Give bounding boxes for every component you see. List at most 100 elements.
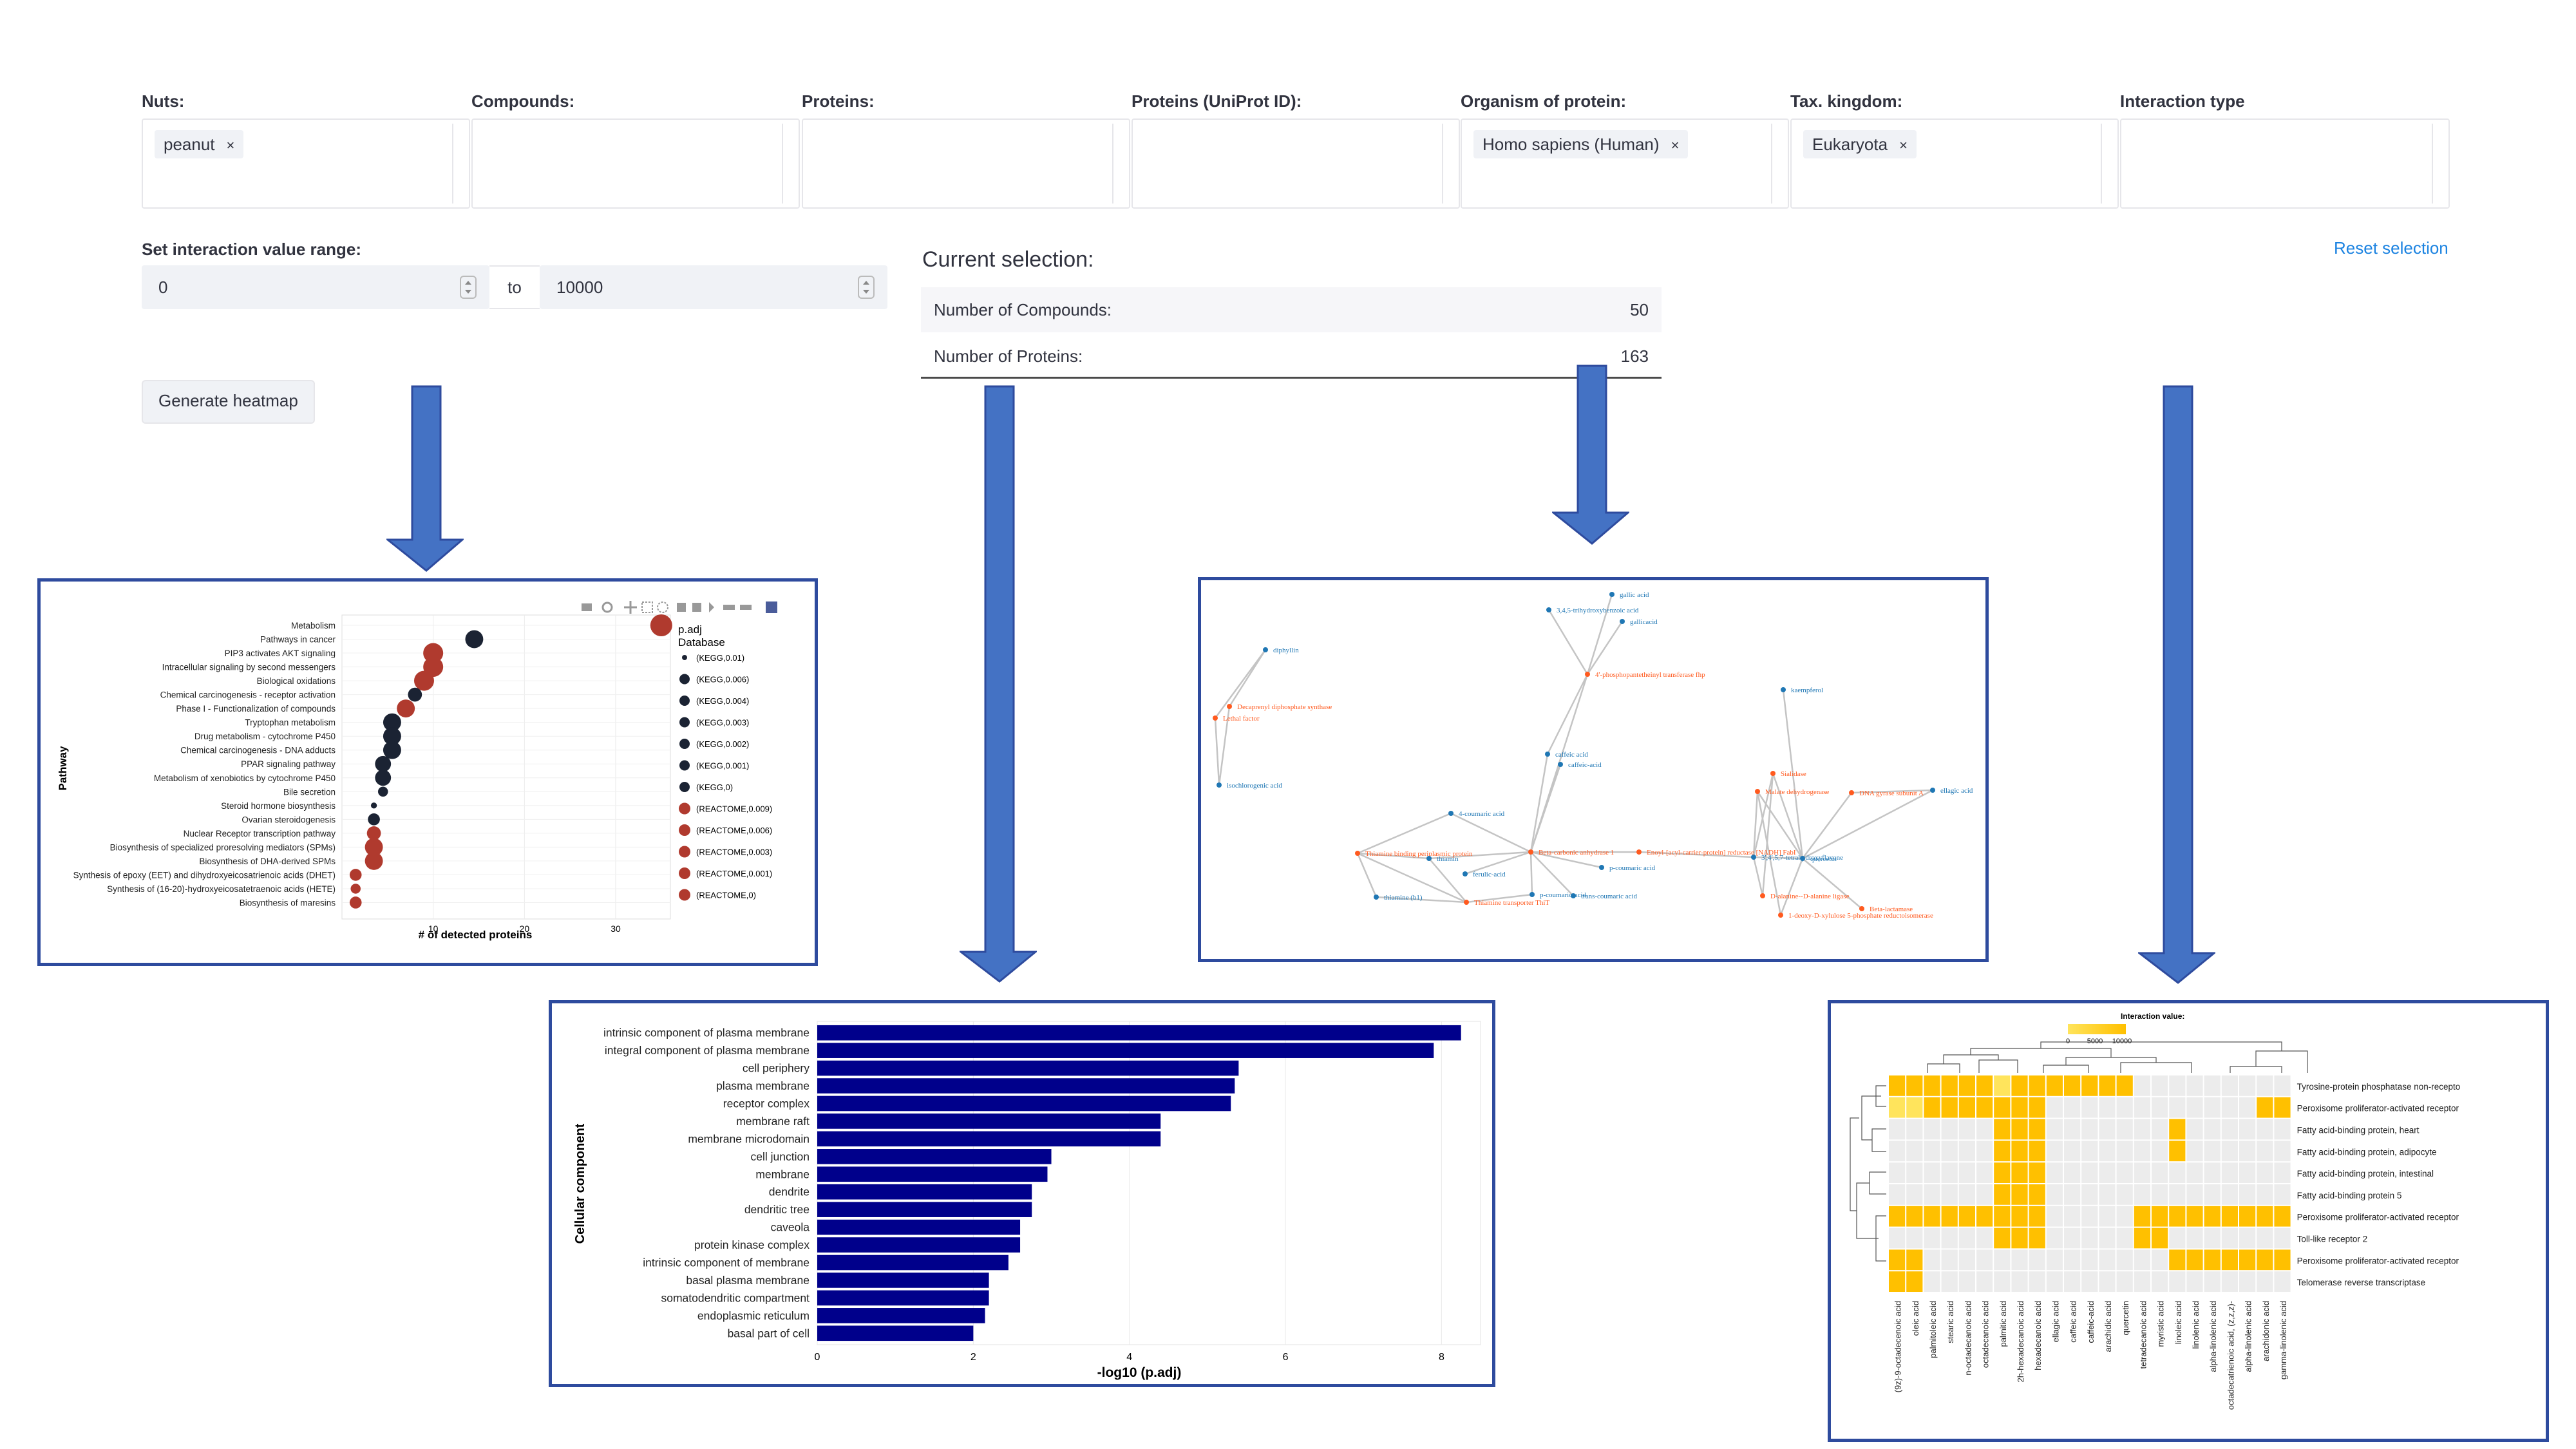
bar[interactable] <box>817 1202 1032 1217</box>
heatmap-cell[interactable] <box>1906 1184 1923 1205</box>
heatmap-cell[interactable] <box>1924 1162 1940 1183</box>
heatmap-cell[interactable] <box>2011 1206 2028 1227</box>
protein-node[interactable] <box>1355 851 1360 856</box>
heatmap-cell[interactable] <box>2029 1075 2045 1096</box>
heatmap-cell[interactable] <box>1976 1119 1993 1140</box>
heatmap-cell[interactable] <box>2134 1271 2150 1292</box>
heatmap-cell[interactable] <box>1906 1097 1923 1118</box>
zoom-icon[interactable] <box>601 601 613 613</box>
heatmap-cell[interactable] <box>1976 1162 1993 1183</box>
zoom-in-icon[interactable] <box>677 603 686 612</box>
heatmap-cell[interactable] <box>1941 1141 1958 1162</box>
heatmap-cell[interactable] <box>2274 1119 2291 1140</box>
heatmap-cell[interactable] <box>1941 1249 1958 1271</box>
heatmap-cell[interactable] <box>1976 1184 1993 1205</box>
heatmap-cell[interactable] <box>2116 1119 2133 1140</box>
heatmap-cell[interactable] <box>1976 1141 1993 1162</box>
pathway-dot[interactable] <box>383 713 401 732</box>
range-max-input[interactable]: 10000 <box>540 265 887 309</box>
heatmap-cell[interactable] <box>2257 1075 2273 1096</box>
pathway-dot[interactable] <box>349 869 362 881</box>
heatmap-cell[interactable] <box>2011 1184 2028 1205</box>
heatmap-cell[interactable] <box>2064 1097 2081 1118</box>
heatmap-cell[interactable] <box>1958 1206 1975 1227</box>
heatmap-cell[interactable] <box>2134 1141 2150 1162</box>
proteins-multiselect[interactable] <box>802 118 1130 209</box>
heatmap-cell[interactable] <box>2081 1227 2098 1249</box>
pathway-dot[interactable] <box>365 838 383 857</box>
heatmap-cell[interactable] <box>2116 1141 2133 1162</box>
heatmap-cell[interactable] <box>1924 1227 1940 1249</box>
heatmap-cell[interactable] <box>1889 1184 1906 1205</box>
bar[interactable] <box>817 1325 974 1341</box>
heatmap-cell[interactable] <box>1994 1141 2011 1162</box>
heatmap-cell[interactable] <box>2274 1184 2291 1205</box>
heatmap-cell[interactable] <box>2116 1271 2133 1292</box>
heatmap-cell[interactable] <box>2134 1119 2150 1140</box>
pathway-dot[interactable] <box>414 670 434 691</box>
heatmap-cell[interactable] <box>1941 1075 1958 1096</box>
interaction-type-multiselect[interactable] <box>2120 118 2450 209</box>
heatmap-cell[interactable] <box>2099 1227 2116 1249</box>
heatmap-cell[interactable] <box>2274 1162 2291 1183</box>
bar[interactable] <box>817 1219 1021 1235</box>
heatmap-cell[interactable] <box>2081 1206 2098 1227</box>
heatmap-cell[interactable] <box>2257 1141 2273 1162</box>
heatmap-cell[interactable] <box>2204 1119 2221 1140</box>
bar[interactable] <box>817 1095 1231 1112</box>
heatmap-cell[interactable] <box>2011 1097 2028 1118</box>
heatmap-cell[interactable] <box>2081 1075 2098 1096</box>
heatmap-cell[interactable] <box>2152 1075 2168 1096</box>
heatmap-cell[interactable] <box>2116 1075 2133 1096</box>
heatmap-cell[interactable] <box>1941 1206 1958 1227</box>
heatmap-cell[interactable] <box>2011 1227 2028 1249</box>
heatmap-cell[interactable] <box>2064 1162 2081 1183</box>
heatmap-cell[interactable] <box>2274 1141 2291 1162</box>
heatmap-cell[interactable] <box>2046 1227 2063 1249</box>
compound-node[interactable] <box>1374 895 1379 900</box>
heatmap-cell[interactable] <box>2186 1184 2203 1205</box>
compound-node[interactable] <box>1571 893 1576 898</box>
protein-node[interactable] <box>1528 849 1533 855</box>
heatmap-cell[interactable] <box>1906 1271 1923 1292</box>
heatmap-cell[interactable] <box>2274 1075 2291 1096</box>
reset-selection-link[interactable]: Reset selection <box>2334 238 2448 258</box>
heatmap-cell[interactable] <box>1994 1184 2011 1205</box>
heatmap-cell[interactable] <box>2152 1206 2168 1227</box>
heatmap-cell[interactable] <box>2116 1206 2133 1227</box>
heatmap-cell[interactable] <box>2116 1227 2133 1249</box>
heatmap-cell[interactable] <box>2257 1271 2273 1292</box>
heatmap-cell[interactable] <box>1976 1206 1993 1227</box>
heatmap-cell[interactable] <box>1924 1249 1940 1271</box>
heatmap-cell[interactable] <box>2169 1206 2186 1227</box>
heatmap-cell[interactable] <box>2257 1249 2273 1271</box>
heatmap-cell[interactable] <box>1994 1162 2011 1183</box>
heatmap-cell[interactable] <box>2169 1271 2186 1292</box>
heatmap-cell[interactable] <box>1976 1075 1993 1096</box>
heatmap-cell[interactable] <box>2046 1162 2063 1183</box>
pathway-dot[interactable] <box>397 699 415 718</box>
heatmap-cell[interactable] <box>1994 1271 2011 1292</box>
pathway-dot[interactable] <box>368 813 380 826</box>
heatmap-cell[interactable] <box>2152 1227 2168 1249</box>
heatmap-cell[interactable] <box>2186 1227 2203 1249</box>
heatmap-cell[interactable] <box>1889 1206 1906 1227</box>
heatmap-cell[interactable] <box>2116 1249 2133 1271</box>
protein-node[interactable] <box>1636 849 1642 855</box>
heatmap-cell[interactable] <box>2239 1075 2256 1096</box>
heatmap-cell[interactable] <box>2081 1184 2098 1205</box>
heatmap-cell[interactable] <box>2029 1206 2045 1227</box>
pathway-dot[interactable] <box>350 884 361 894</box>
heatmap-cell[interactable] <box>2099 1097 2116 1118</box>
heatmap-cell[interactable] <box>2029 1097 2045 1118</box>
compound-node[interactable] <box>1930 788 1935 793</box>
heatmap-cell[interactable] <box>2257 1097 2273 1118</box>
bar[interactable] <box>817 1060 1239 1076</box>
heatmap-cell[interactable] <box>2152 1162 2168 1183</box>
compound-node[interactable] <box>1751 855 1756 860</box>
protein-node[interactable] <box>1213 715 1218 721</box>
pathway-dot[interactable] <box>365 851 383 870</box>
heatmap-cell[interactable] <box>1994 1206 2011 1227</box>
heatmap-cell[interactable] <box>1889 1271 1906 1292</box>
heatmap-cell[interactable] <box>1924 1075 1940 1096</box>
